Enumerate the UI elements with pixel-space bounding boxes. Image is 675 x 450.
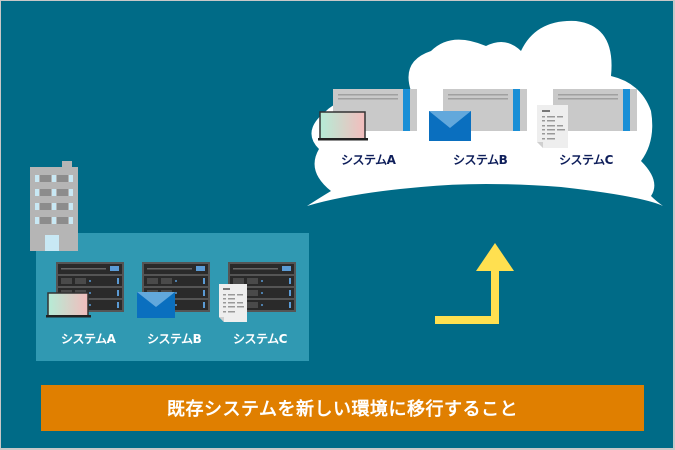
banner-title: 既存システムを新しい環境に移行すること <box>167 399 518 420</box>
mail-icon <box>429 111 471 141</box>
title-banner: 既存システムを新しい環境に移行すること <box>41 385 644 431</box>
onprem-system-c-label: システムC <box>233 332 287 346</box>
mail-icon <box>137 292 175 318</box>
migration-arrow-icon <box>435 243 514 324</box>
cloud-system-c-label: システムC <box>559 153 613 167</box>
laptop-icon <box>46 292 91 318</box>
onprem-system-b-label: システムB <box>147 332 202 346</box>
onprem-system-a-label: システムA <box>61 332 116 346</box>
cloud-system-b-label: システムB <box>453 153 508 167</box>
building-icon <box>30 161 78 251</box>
document-icon <box>537 105 568 148</box>
document-icon <box>219 284 247 322</box>
onprem-server-b <box>142 262 210 312</box>
cloud-system-a-label: システムA <box>341 153 396 167</box>
laptop-icon <box>318 111 368 141</box>
